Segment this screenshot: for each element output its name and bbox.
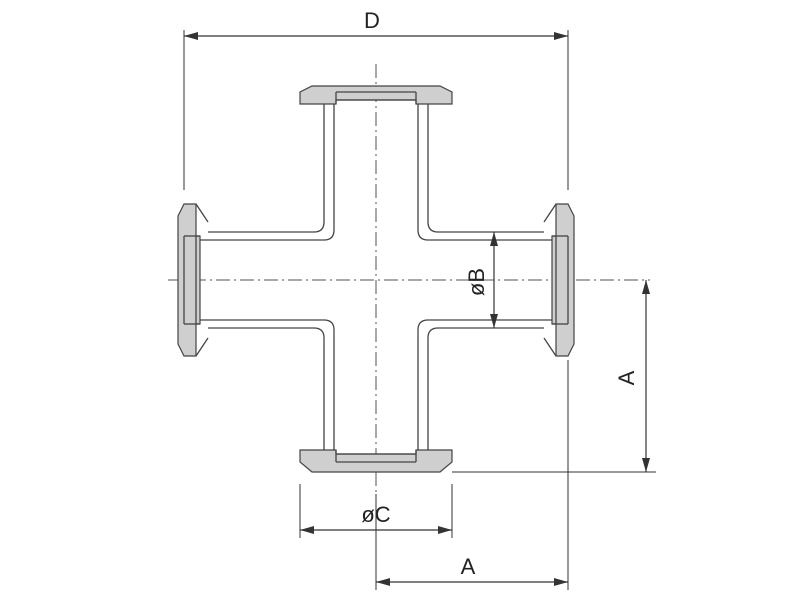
cross-body-outer	[208, 104, 544, 450]
bottom-flange	[299, 449, 453, 473]
left-flange	[177, 203, 209, 357]
dimension-d-label: D	[364, 8, 380, 33]
dimension-b-label: øB	[464, 268, 489, 296]
dimension-a-horizontal: A	[375, 360, 569, 590]
dimension-d: D	[183, 8, 569, 190]
dimension-a-horizontal-label: A	[461, 554, 476, 579]
right-flange	[543, 203, 575, 357]
dimension-a-vertical-label: A	[614, 370, 639, 385]
dimension-a-vertical: A	[452, 280, 656, 473]
cross-body-inner	[200, 104, 552, 450]
dimension-b: øB	[464, 232, 498, 328]
